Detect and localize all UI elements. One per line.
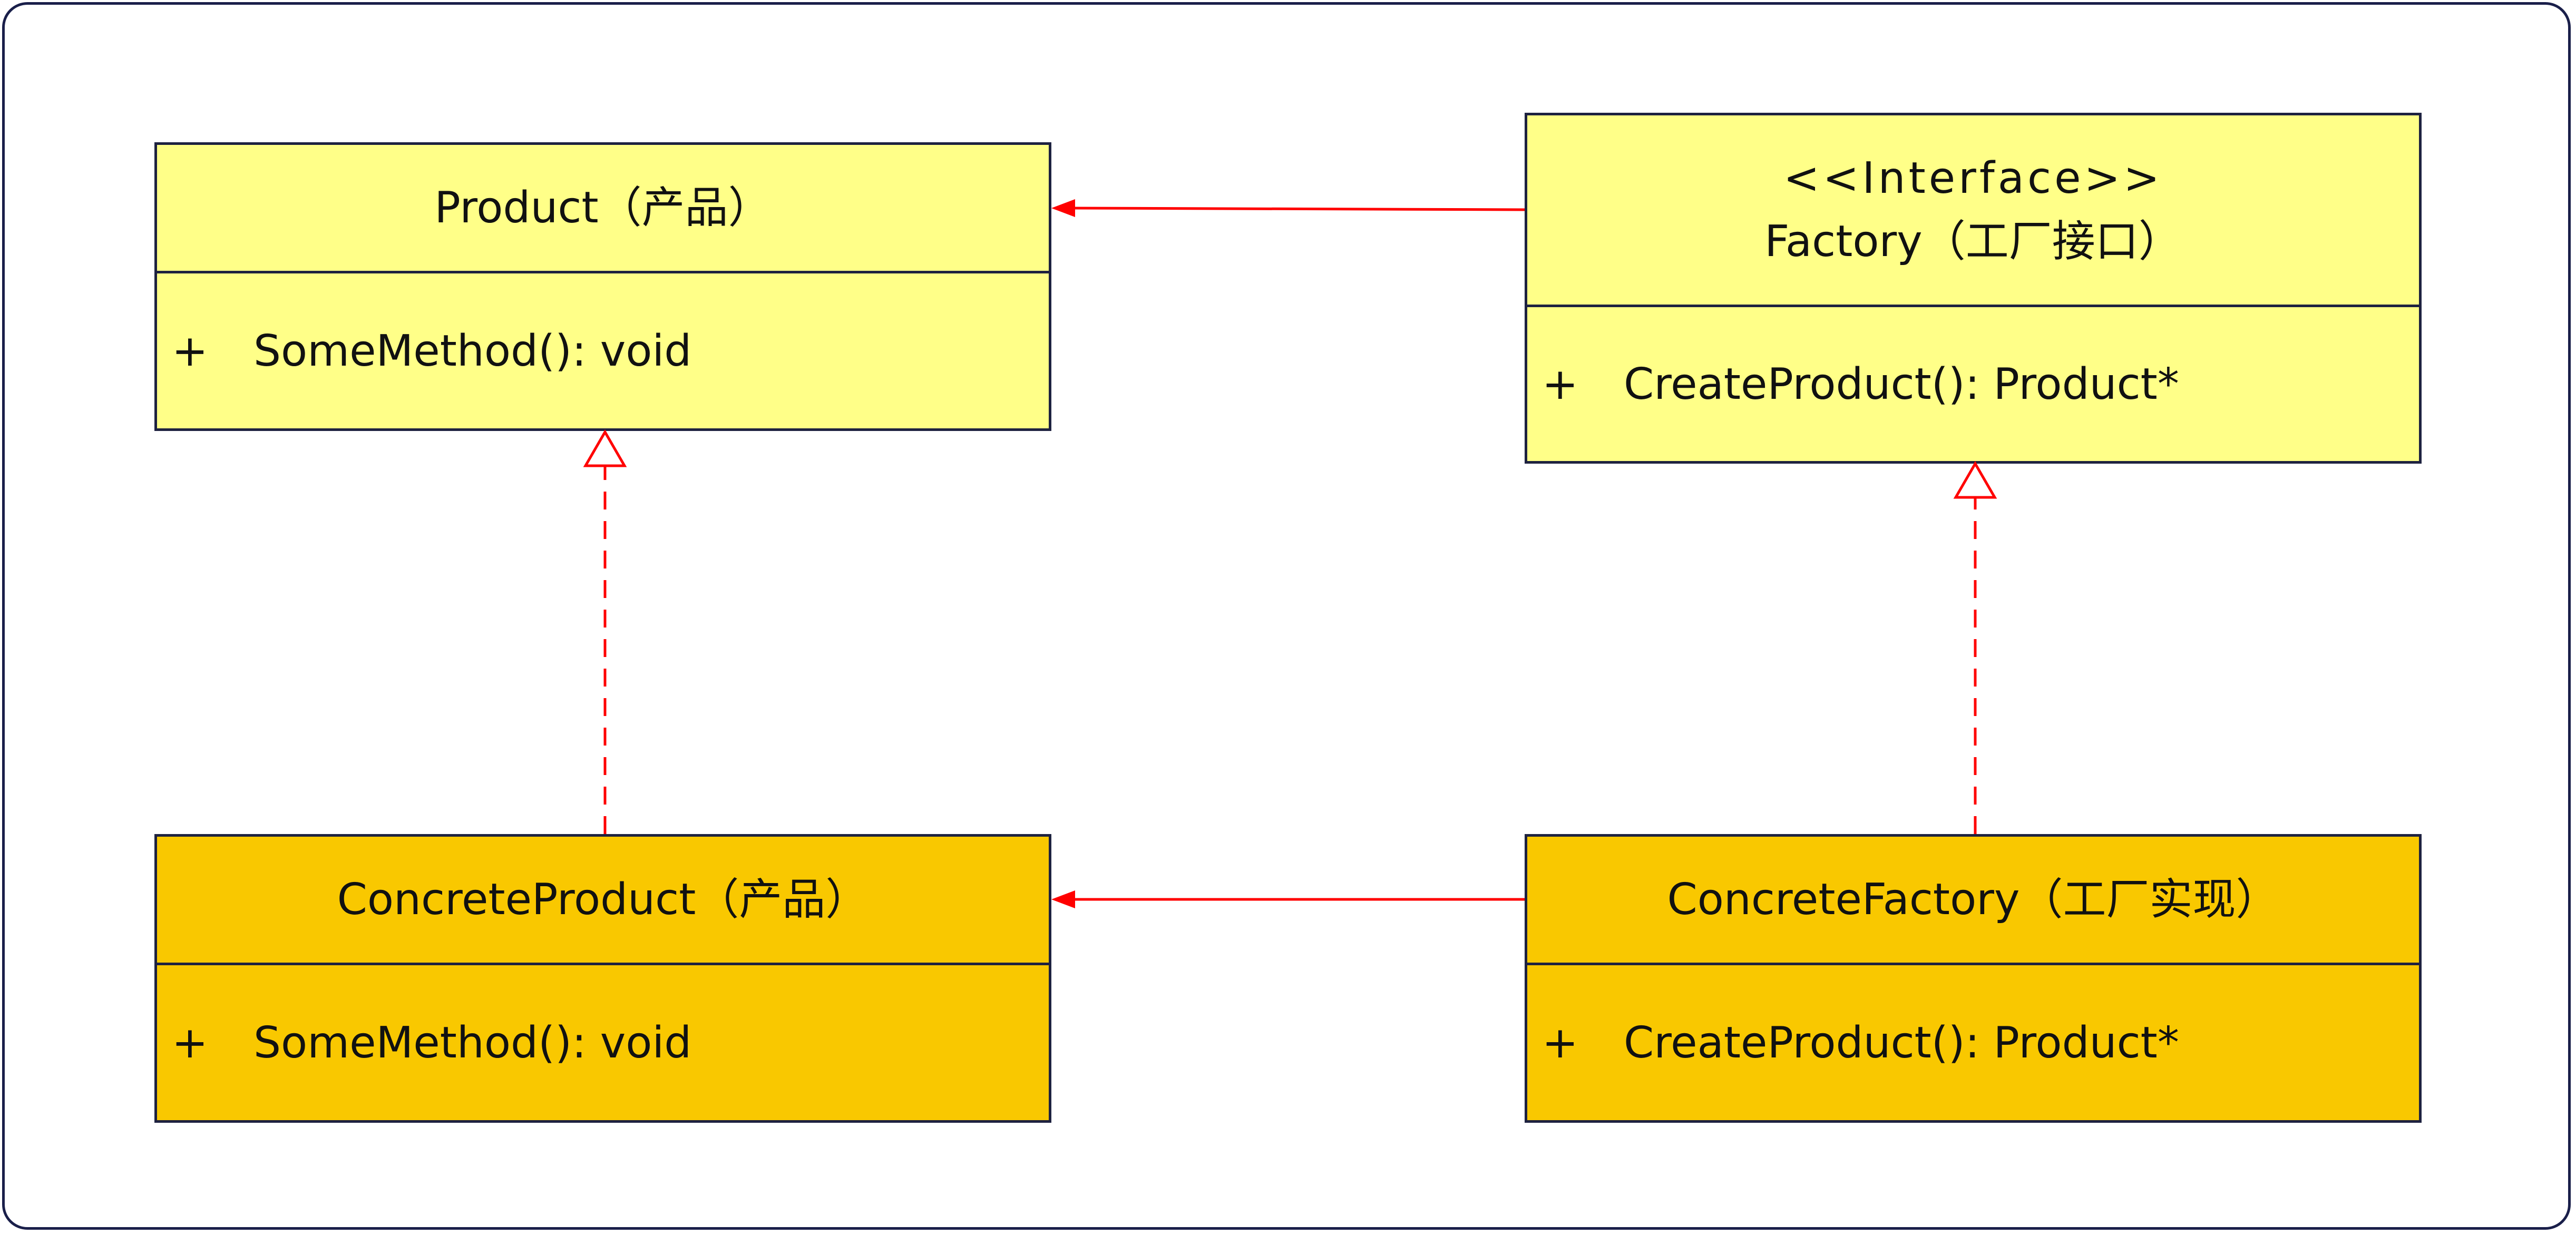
member-signature: CreateProduct(): Product* xyxy=(1624,359,2179,409)
class-header: Product（产品） xyxy=(157,145,1049,273)
class-members: + SomeMethod(): void xyxy=(157,965,1049,1120)
member-signature: SomeMethod(): void xyxy=(253,1017,692,1068)
class-name: Factory（工厂接口） xyxy=(1764,216,2182,267)
member-signature: SomeMethod(): void xyxy=(253,326,692,376)
class-members: + CreateProduct(): Product* xyxy=(1527,965,2419,1120)
class-name: ConcreteFactory（工厂实现） xyxy=(1667,874,2279,925)
arrowhead-filled xyxy=(1051,199,1075,217)
class-name: ConcreteProduct（产品） xyxy=(337,874,869,925)
class-header: <<Interface>> Factory（工厂接口） xyxy=(1527,115,2419,307)
realization-triangle xyxy=(1953,461,1997,499)
member-visibility: + xyxy=(1542,1017,1578,1068)
class-concrete-factory: ConcreteFactory（工厂实现） + CreateProduct():… xyxy=(1525,834,2422,1123)
class-product: Product（产品） + SomeMethod(): void xyxy=(154,142,1051,431)
class-members: + CreateProduct(): Product* xyxy=(1527,307,2419,461)
member-visibility: + xyxy=(172,326,208,376)
arrowhead-filled xyxy=(1051,890,1075,908)
class-header: ConcreteProduct（产品） xyxy=(157,837,1049,965)
class-concrete-product: ConcreteProduct（产品） + SomeMethod(): void xyxy=(154,834,1051,1123)
member-signature: CreateProduct(): Product* xyxy=(1624,1017,2179,1068)
member-visibility: + xyxy=(1542,359,1578,409)
member-visibility: + xyxy=(172,1017,208,1068)
association-line-factory-product xyxy=(1075,207,1525,211)
class-factory: <<Interface>> Factory（工厂接口） + CreateProd… xyxy=(1525,113,2422,464)
realization-triangle xyxy=(583,429,627,467)
class-header: ConcreteFactory（工厂实现） xyxy=(1527,837,2419,965)
class-members: + SomeMethod(): void xyxy=(157,273,1049,428)
class-stereotype: <<Interface>> xyxy=(1783,153,2163,203)
class-name: Product（产品） xyxy=(434,182,772,233)
